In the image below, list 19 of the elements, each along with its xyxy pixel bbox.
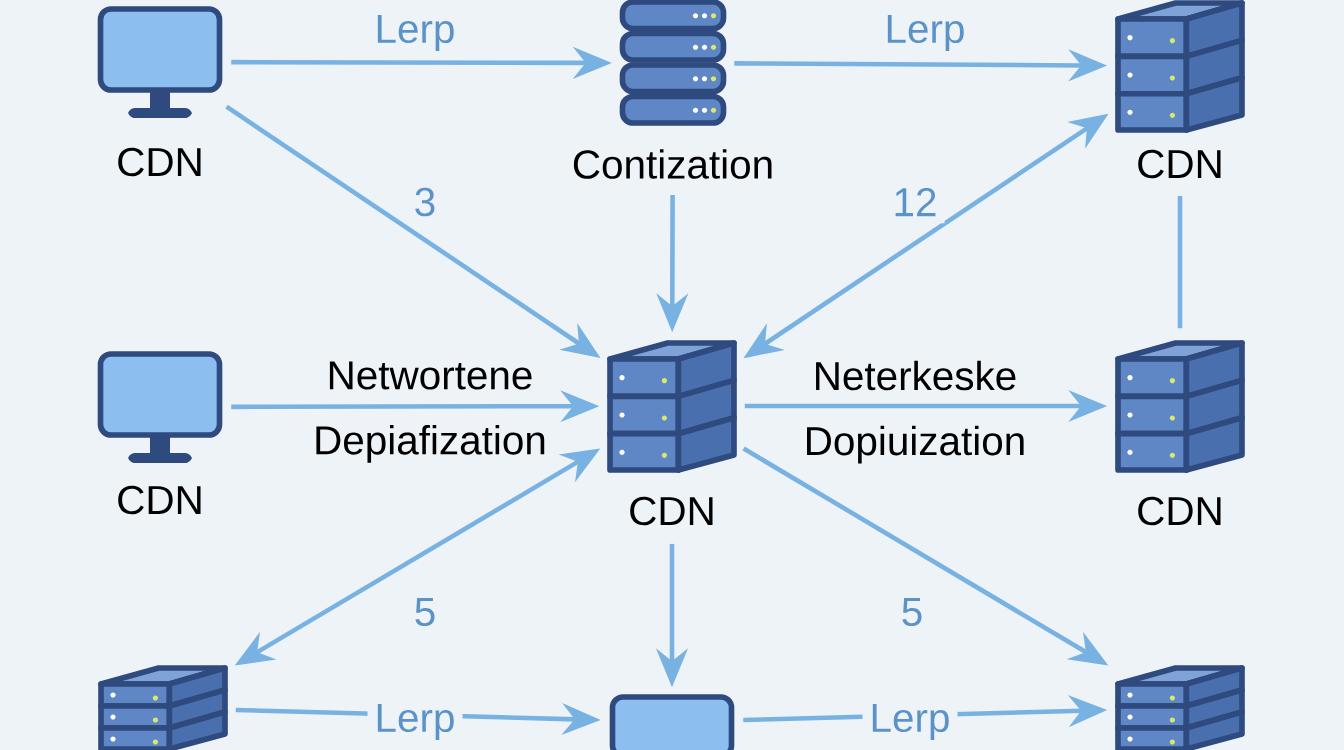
server-icon <box>1115 665 1245 750</box>
edge-label: 3 <box>406 180 444 224</box>
edge-label: Lerp <box>367 696 463 748</box>
edge-label: Lerp <box>877 7 973 59</box>
edge-label: Networtene Depiafization <box>316 361 545 463</box>
edge-label: 5 <box>893 590 931 634</box>
node-label: CDN <box>630 496 713 526</box>
edge-label: Neterkeske Dopiuization <box>807 360 1024 464</box>
server-icon <box>98 665 228 750</box>
node-label: CDN <box>1138 496 1221 526</box>
edge-label: Lerp <box>367 7 463 59</box>
node-label: Contization <box>573 149 772 179</box>
node-label: CDN <box>1138 149 1221 179</box>
edge-label: 12 <box>885 180 945 224</box>
node-label: CDN <box>118 485 201 515</box>
edge-label: Lerp <box>862 696 958 748</box>
node-label: CDN <box>118 147 201 177</box>
monitor-icon <box>609 694 735 750</box>
edge-label: 5 <box>406 590 444 634</box>
